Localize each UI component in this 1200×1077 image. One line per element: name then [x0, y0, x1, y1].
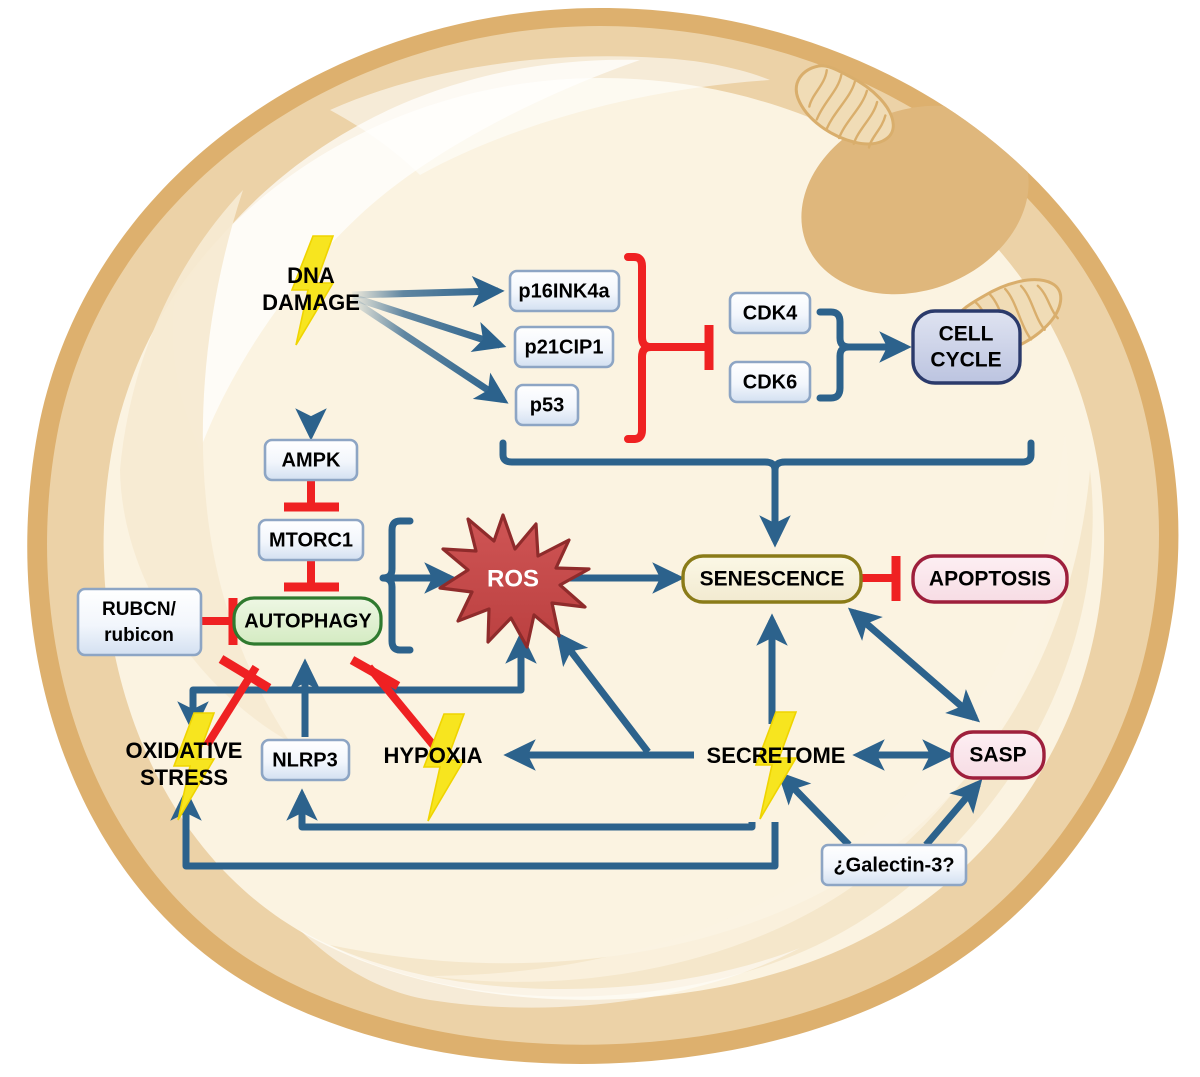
edge-galectin-to-sasp: [923, 778, 983, 848]
node-rubcn-label-line2: rubicon: [104, 625, 174, 646]
mitochondrion-1: [794, 64, 895, 149]
node-secretome-label: SECRETOME: [707, 743, 846, 768]
edge-feedback-to-oxidative: [170, 788, 779, 870]
node-p53[interactable]: p53: [514, 383, 580, 427]
edge-autophagy-inhibit-oxidative-bar: [218, 655, 272, 692]
ros-label: ROS: [487, 565, 539, 592]
node-p16-label: p16INK4a: [518, 280, 610, 302]
lightning-icon-dna-damage: [290, 235, 335, 346]
lightning-bolts: [172, 235, 798, 822]
node-cdk4[interactable]: CDK4: [728, 291, 812, 335]
edge-autophagy-inhibit-hypoxia-bar: [349, 656, 401, 690]
edge-dna-to-p21: [350, 293, 507, 353]
lightning-icon-hypoxia: [422, 713, 466, 822]
node-p53-label: p53: [530, 394, 564, 416]
edges-inhibition: [201, 253, 901, 749]
nodes: p16INK4a p21CIP1 p53 CDK4 CDK6 CELL CYCL…: [76, 263, 1069, 887]
node-nlrp3-label: NLRP3: [272, 749, 338, 771]
node-sasp-label: SASP: [969, 744, 1026, 767]
edge-line-to-ros: [380, 631, 537, 694]
node-secretome[interactable]: SECRETOME: [707, 743, 846, 768]
node-mtorc1[interactable]: MTORC1: [257, 518, 365, 562]
edge-secretome-diag-to-ros: [555, 631, 651, 755]
edge-feedback-to-nlrp3: [286, 788, 756, 831]
node-apoptosis[interactable]: APOPTOSIS: [911, 554, 1069, 604]
node-senescence-label: SENESCENCE: [700, 568, 845, 591]
edge-dna-to-p16: [351, 275, 505, 308]
node-apoptosis-label: APOPTOSIS: [929, 568, 1051, 591]
edge-dna-to-p53: [350, 297, 509, 404]
edges-activation: [170, 275, 1035, 870]
node-p21-label: p21CIP1: [525, 336, 604, 358]
node-oxidative-stress[interactable]: OXIDATIVE STRESS: [126, 738, 243, 790]
ros-starburst-shape: [438, 513, 591, 649]
cell-body: [27, 8, 1179, 1064]
node-rubcn[interactable]: RUBCN/ rubicon: [76, 587, 203, 657]
node-senescence[interactable]: SENESCENCE: [681, 554, 863, 604]
node-cdk6-label: CDK6: [743, 371, 797, 393]
node-ampk[interactable]: AMPK: [263, 438, 359, 482]
node-cdk6[interactable]: CDK6: [728, 360, 812, 404]
node-dna-damage[interactable]: DNA DAMAGE: [262, 263, 360, 315]
node-dna-damage-label-line1: DNA: [287, 263, 335, 288]
lightning-icon-secretome: [754, 711, 798, 820]
node-p16[interactable]: p16INK4a: [508, 269, 621, 313]
node-p21[interactable]: p21CIP1: [513, 325, 615, 369]
cytoplasm-highlight-bottom: [300, 930, 800, 1008]
node-oxidative-stress-label-line2: STRESS: [140, 765, 228, 790]
node-hypoxia-label: HYPOXIA: [383, 743, 482, 768]
edge-senescence-sasp: [847, 607, 981, 723]
cytoplasm-highlight-upper: [330, 56, 770, 176]
node-cell-cycle[interactable]: CELL CYCLE: [911, 309, 1022, 385]
node-autophagy[interactable]: AUTOPHAGY: [232, 596, 383, 646]
node-oxidative-stress-label-line1: OXIDATIVE: [126, 738, 243, 763]
node-cell-cycle-label-line2: CYCLE: [930, 349, 1001, 372]
node-ros[interactable]: ROS: [438, 513, 591, 649]
edge-galectin-to-secretome: [777, 771, 852, 848]
node-rubcn-label-line1: RUBCN/: [102, 599, 177, 620]
node-galectin3-label: ¿Galectin-3?: [833, 854, 954, 876]
node-cell-cycle-label-line1: CELL: [939, 323, 994, 346]
node-ampk-label: AMPK: [282, 449, 341, 471]
lightning-icon-oxidative-stress: [172, 712, 216, 821]
nucleus: [801, 105, 1029, 295]
node-autophagy-label: AUTOPHAGY: [244, 610, 372, 632]
node-dna-damage-label-line2: DAMAGE: [262, 290, 360, 315]
node-cdk4-label: CDK4: [743, 302, 798, 324]
node-galectin3[interactable]: ¿Galectin-3?: [820, 843, 968, 887]
node-nlrp3[interactable]: NLRP3: [260, 738, 351, 782]
node-mtorc1-label: MTORC1: [269, 529, 353, 551]
node-sasp[interactable]: SASP: [950, 730, 1046, 780]
node-hypoxia[interactable]: HYPOXIA: [383, 743, 482, 768]
